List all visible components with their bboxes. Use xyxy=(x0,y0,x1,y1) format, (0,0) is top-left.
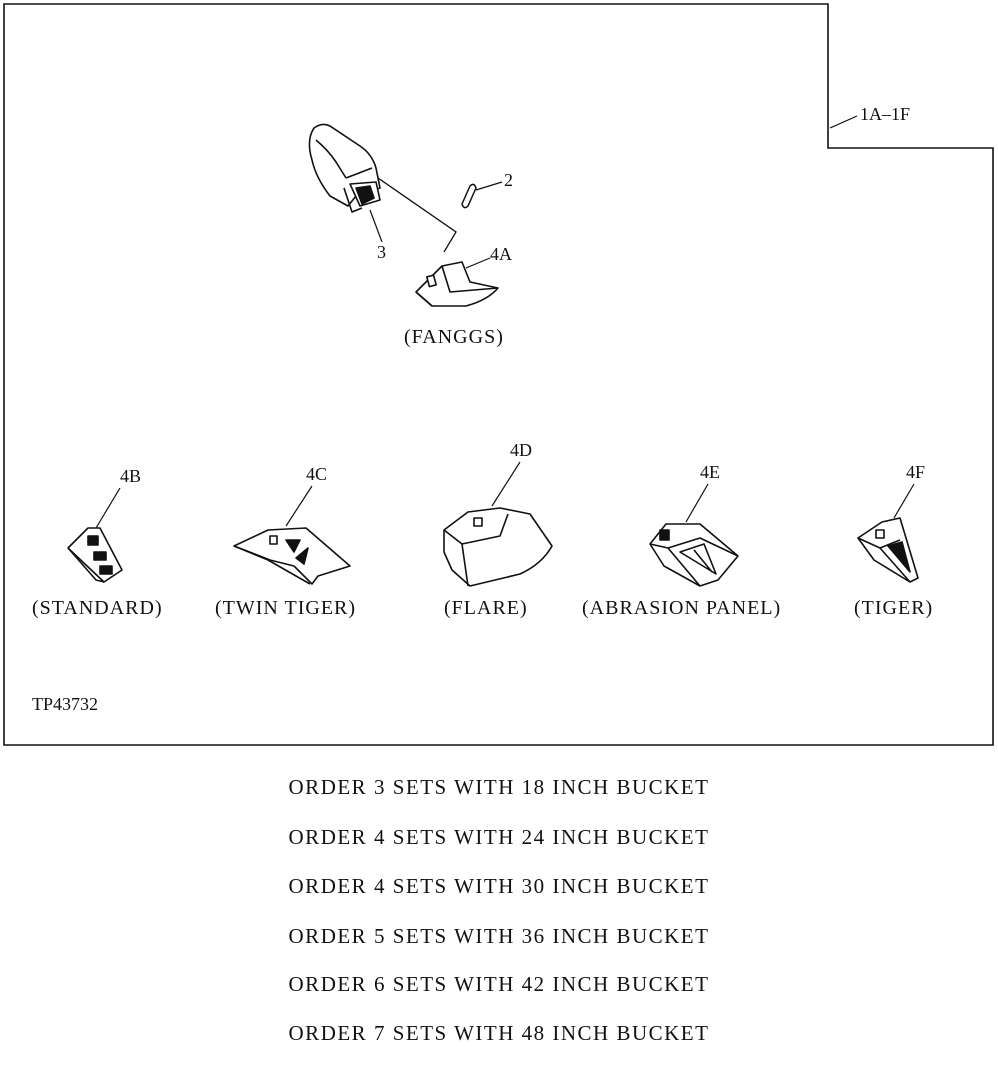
callout-1a-1f: 1A–1F xyxy=(860,104,911,124)
fanggs-label: (FANGGS) xyxy=(404,326,504,348)
abrasion-panel-label: (ABRASION PANEL) xyxy=(582,597,782,619)
order-note: ORDER 6 SETS WITH 42 INCH BUCKET xyxy=(288,972,710,996)
tiger-label: (TIGER) xyxy=(854,597,934,619)
standard-tooth-drawing xyxy=(67,487,123,583)
standard-label: (STANDARD) xyxy=(32,597,163,619)
callout-2: 2 xyxy=(504,170,513,190)
twin-tiger-tooth-drawing xyxy=(233,485,351,585)
tiger-tooth-drawing xyxy=(857,483,919,583)
fanggs-tooth-drawing xyxy=(415,257,499,307)
order-note: ORDER 4 SETS WITH 24 INCH BUCKET xyxy=(288,825,710,849)
flare-label: (FLARE) xyxy=(444,597,528,619)
callout-3: 3 xyxy=(377,242,386,262)
adapter-shank-drawing xyxy=(308,123,381,213)
callout-4b: 4B xyxy=(120,466,142,486)
twin-tiger-label: (TWIN TIGER) xyxy=(215,597,357,619)
callout-4c: 4C xyxy=(306,464,328,484)
order-note: ORDER 7 SETS WITH 48 INCH BUCKET xyxy=(288,1021,710,1045)
callout-4a: 4A xyxy=(490,244,512,264)
callout-4d: 4D xyxy=(510,440,532,460)
order-note: ORDER 5 SETS WITH 36 INCH BUCKET xyxy=(288,924,710,948)
figure-reference: TP43732 xyxy=(32,694,99,714)
callout-4e: 4E xyxy=(700,462,720,482)
assembly-leader-line xyxy=(377,177,457,253)
figure-frame xyxy=(3,3,994,746)
order-note: ORDER 4 SETS WITH 30 INCH BUCKET xyxy=(288,874,710,898)
flare-tooth-drawing xyxy=(443,461,553,587)
pin-drawing xyxy=(461,181,503,209)
callout-4f: 4F xyxy=(906,462,926,482)
order-note: ORDER 3 SETS WITH 18 INCH BUCKET xyxy=(288,775,710,799)
abrasion-panel-tooth-drawing xyxy=(649,483,739,587)
